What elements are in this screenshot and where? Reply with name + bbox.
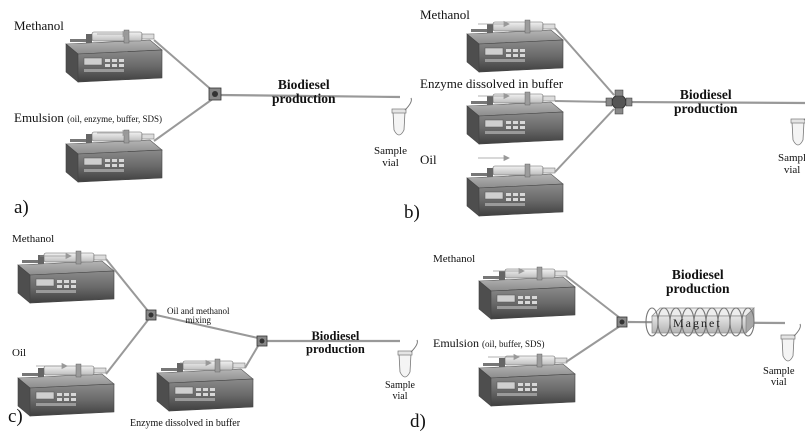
sample-vial-icon	[397, 339, 418, 378]
product-line2: production	[306, 342, 365, 357]
pump-label-methanol: Methanol	[14, 18, 64, 33]
product-line1: Biodiesel	[311, 329, 360, 343]
vial-label: Sample vial	[763, 366, 795, 388]
vial-line2: vial	[770, 377, 787, 389]
sample-vial-icon	[780, 323, 801, 362]
panel-label-b: b)	[404, 202, 420, 223]
vial-line1: Sample	[385, 380, 415, 391]
syringe-pump-emulsion-a	[65, 129, 163, 183]
product-line2: production	[674, 101, 738, 117]
mixing-line2: mixing	[185, 315, 211, 326]
mixing-label: Oil and methanol mixing	[167, 306, 230, 326]
product-line2: production	[272, 91, 336, 107]
pump-label-enzyme: Enzyme dissolved in buffer	[130, 418, 241, 429]
pump-label-methanol: Methanol	[12, 233, 55, 245]
panel-label-c: c)	[8, 406, 23, 427]
panel-label-a: a)	[14, 197, 29, 218]
syringe-pump-methanol-a	[65, 29, 163, 83]
vial-line2: vial	[382, 156, 399, 169]
syringe-pump-oil-b	[466, 163, 564, 217]
product-line1: Biodiesel	[679, 87, 732, 102]
syringe-pump-methanol-b	[466, 19, 564, 73]
vial-line2: vial	[392, 390, 408, 402]
syringe-pump-enzyme-c	[156, 358, 254, 412]
product-label: Biodiesel production	[272, 77, 336, 107]
syringe-pump-oil-c	[17, 363, 115, 417]
vial-line1: Sample	[763, 366, 795, 377]
panel-label-d: d)	[410, 411, 426, 432]
vial-line2: vial	[783, 163, 801, 176]
t-junction-icon	[145, 309, 268, 347]
product-line1: Biodiesel	[671, 267, 724, 282]
vial-label: Sampl vial	[778, 152, 805, 176]
syringe-pump-emulsion-d	[478, 353, 576, 407]
panel-a	[65, 29, 412, 183]
product-label: Biodiesel production	[666, 267, 730, 297]
emulsion-detail: (oil, enzyme, buffer, SDS)	[67, 114, 163, 124]
cross-junction-icon	[605, 89, 633, 115]
mixing-line1: Oil and methanol	[167, 306, 230, 316]
pump-label-oil: Oil	[420, 152, 437, 167]
product-label: Biodiesel production	[674, 87, 738, 117]
pump-label-enzyme: Enzyme dissolved in buffer	[420, 76, 564, 91]
t-junction-icon	[208, 87, 222, 101]
vial-line1: Sampl	[778, 152, 805, 164]
syringe-pump-methanol-d	[478, 266, 576, 320]
pump-label-oil: Oil	[12, 347, 27, 359]
vial-label: Sample vial	[385, 380, 415, 402]
pump-label-methanol: Methanol	[420, 7, 470, 22]
panel-c	[17, 250, 418, 417]
product-line1: Biodiesel	[277, 77, 330, 92]
panel-d	[478, 266, 801, 407]
flow-arrow-icon	[97, 30, 129, 137]
sample-vial-icon	[391, 97, 412, 136]
t-junction-icon	[616, 316, 628, 328]
vial-label: Sample vial	[374, 145, 407, 169]
panel-b	[466, 19, 805, 217]
product-label: Biodiesel production	[306, 329, 365, 357]
magnet-label: Magnet	[673, 316, 722, 330]
pump-label-methanol: Methanol	[433, 253, 476, 265]
vial-line1: Sample	[374, 145, 407, 157]
magnet-block	[651, 307, 755, 334]
pump-label-emulsion: Emulsion (oil, buffer, SDS)	[433, 337, 544, 350]
pump-label-emulsion: Emulsion (oil, enzyme, buffer, SDS)	[14, 111, 162, 125]
emulsion-label: Emulsion	[433, 336, 480, 350]
emulsion-detail: (oil, buffer, SDS)	[482, 339, 545, 349]
coil-icon	[645, 307, 755, 337]
sample-vial-icon	[790, 107, 805, 146]
product-line2: production	[666, 281, 730, 297]
syringe-pump-enzyme-b	[466, 91, 564, 145]
emulsion-label: Emulsion	[14, 110, 64, 125]
